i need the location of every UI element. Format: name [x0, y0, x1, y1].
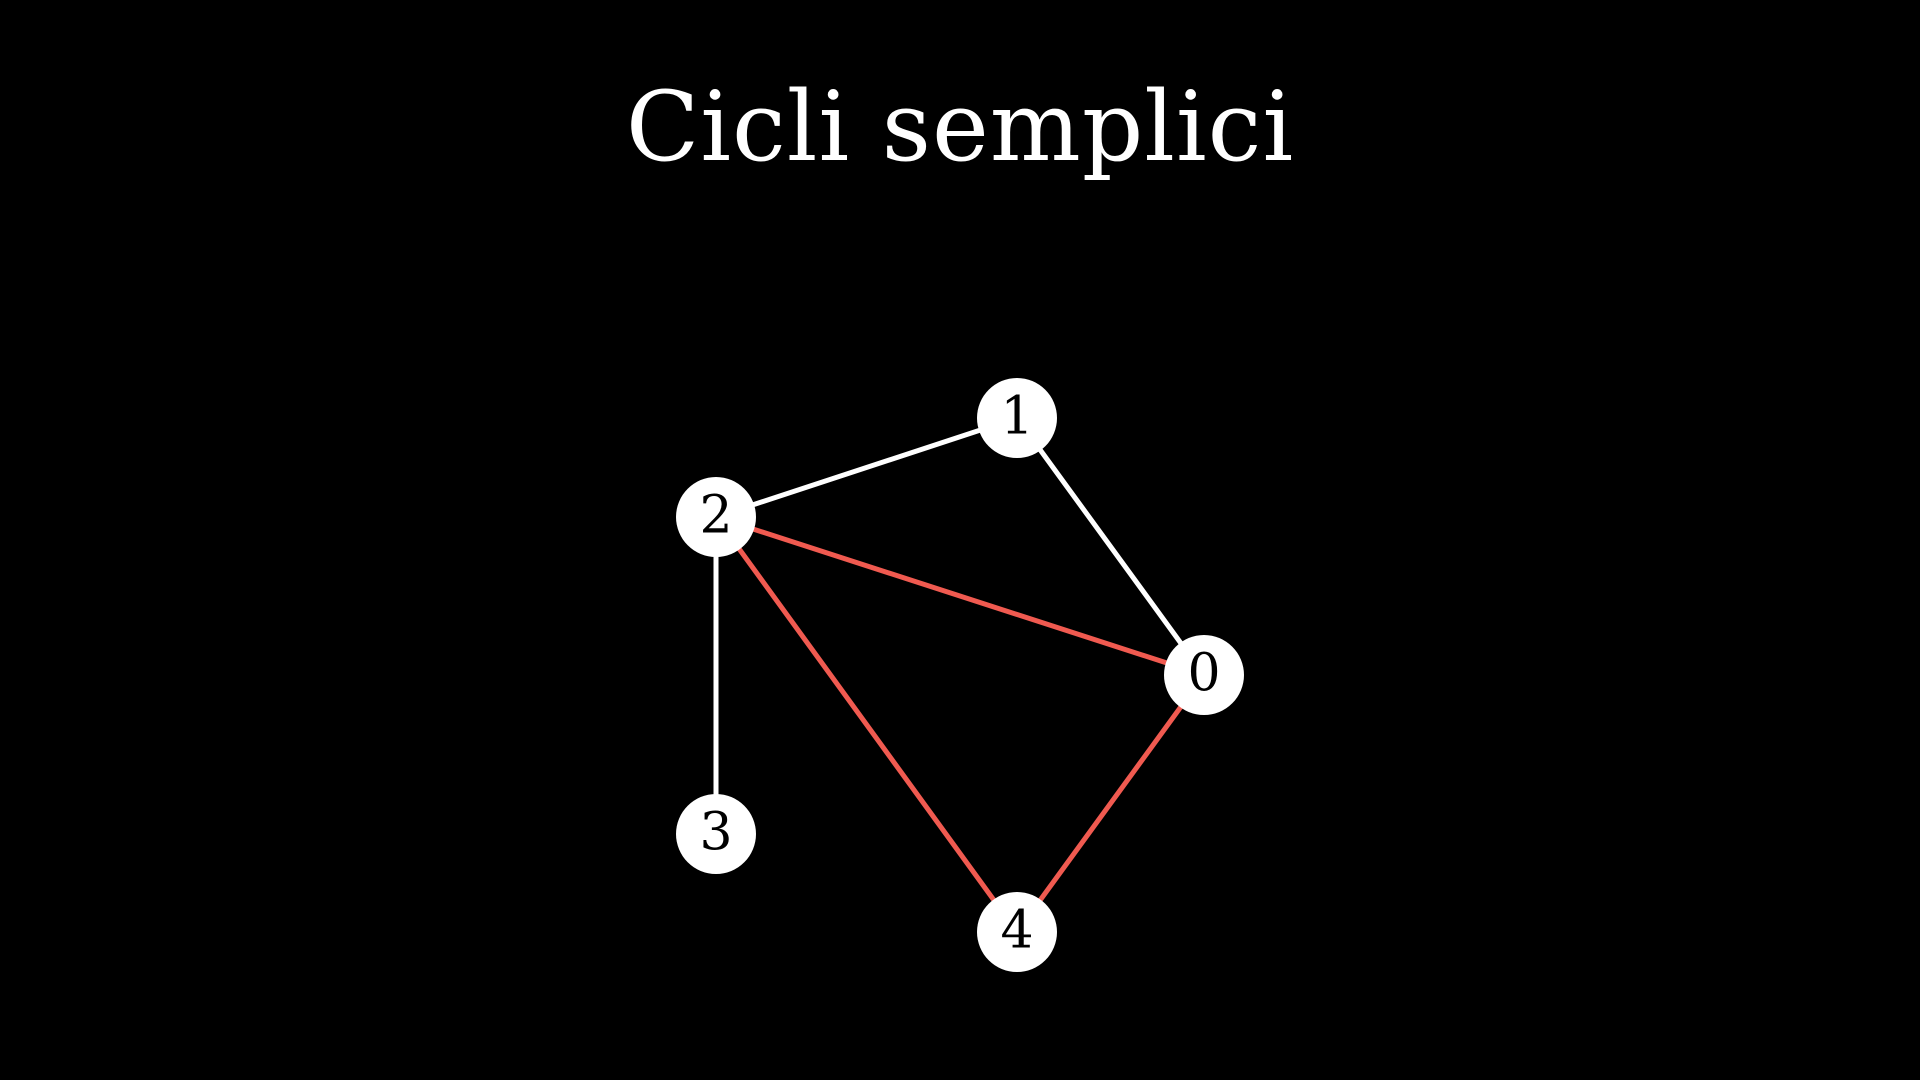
node-3: 3 [676, 794, 756, 874]
node-circle [676, 477, 756, 557]
edge-1-0 [1014, 415, 1207, 678]
node-1: 1 [977, 378, 1057, 458]
node-circle [977, 892, 1057, 972]
edge-2-4-highlighted [713, 514, 1020, 935]
node-0: 0 [1164, 635, 1244, 715]
node-label: 3 [699, 803, 732, 863]
slide-title: Cicli semplici [625, 71, 1295, 183]
edge-4-0-highlighted [1014, 672, 1207, 935]
edge-2-1 [713, 415, 1020, 520]
node-circle [1164, 635, 1244, 715]
node-label: 2 [699, 486, 732, 546]
edge-layer [713, 415, 1207, 935]
node-circle [676, 794, 756, 874]
node-label: 4 [1000, 901, 1033, 961]
node-2: 2 [676, 477, 756, 557]
edge-2-0-highlighted [713, 514, 1207, 678]
node-label: 1 [1000, 387, 1033, 447]
node-4: 4 [977, 892, 1057, 972]
node-label: 0 [1187, 644, 1220, 704]
node-circle [977, 378, 1057, 458]
node-layer: 0 1 2 3 4 [676, 378, 1244, 972]
